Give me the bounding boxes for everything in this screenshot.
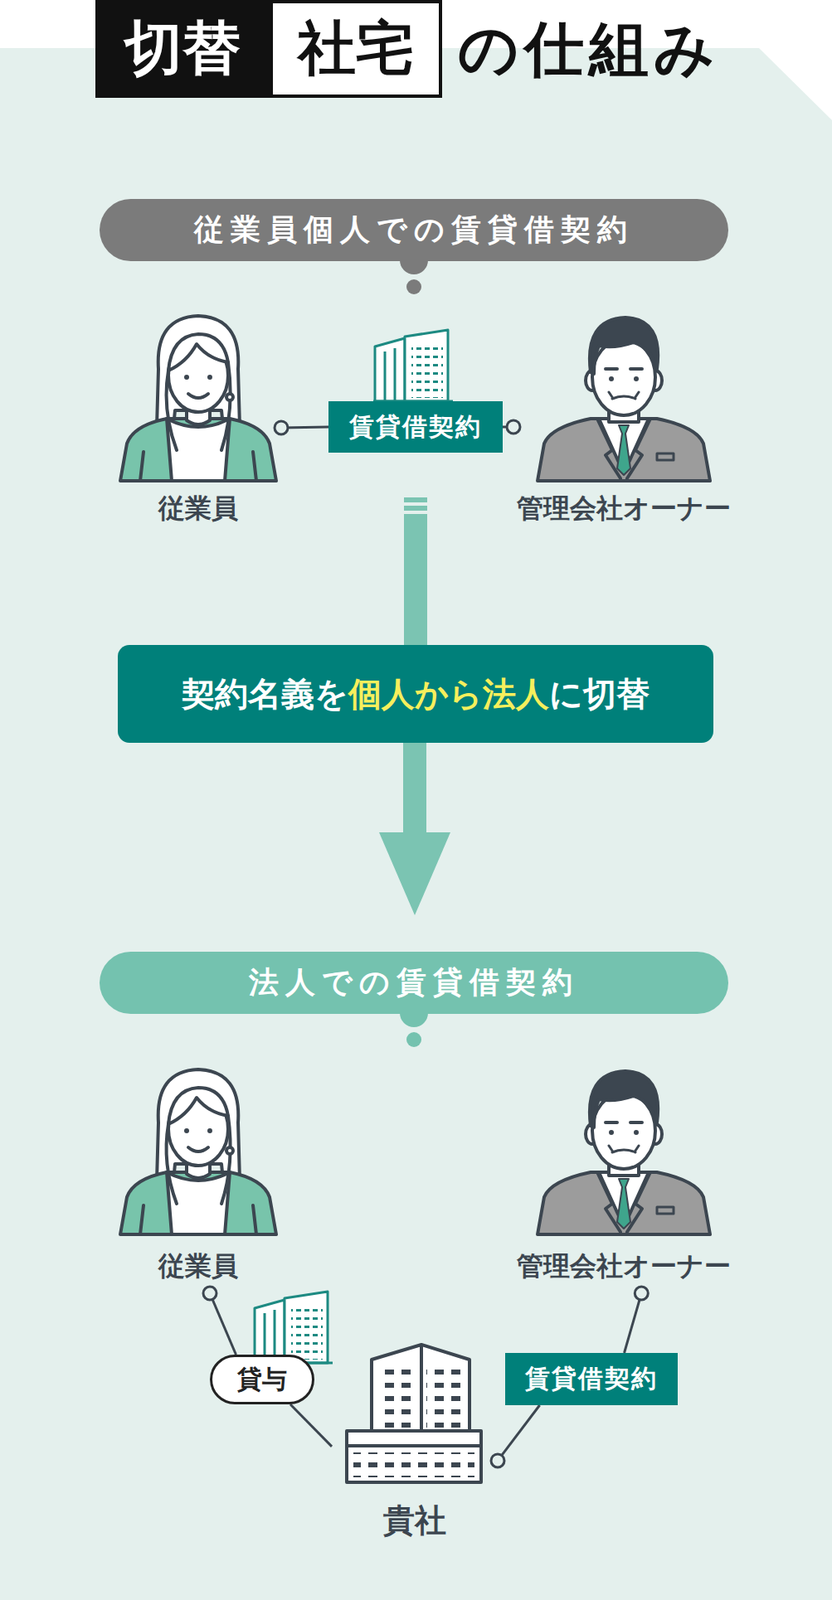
node-text: 法人での賃貸借契約 (248, 963, 579, 1004)
node-text: 賃貸借契約 (349, 410, 482, 445)
person-figure: 管理会社オーナー (513, 1063, 735, 1295)
section-band: 法人での賃貸借契約 (99, 952, 729, 1015)
node-text: 切替 (124, 9, 241, 88)
node-text: に切替 (549, 671, 650, 718)
contract-box: 賃貸借契約 (505, 1353, 678, 1407)
title-box: 社宅 (269, 0, 443, 98)
node-text: 管理会社オーナー (516, 1249, 731, 1286)
section-band: 従業員個人での賃貸借契約 (99, 199, 729, 262)
person-figure: 管理会社オーナー (513, 311, 735, 531)
title-text: の仕組み (457, 11, 721, 87)
node-text: 従業員 (158, 1249, 239, 1286)
connector (624, 1287, 649, 1354)
connector (403, 497, 428, 646)
node-text: 個人から法人 (348, 671, 550, 718)
person-figure: 従業員 (115, 1063, 282, 1295)
node-text: 契約名義を (181, 671, 349, 718)
switch-banner: 契約名義を個人から法人に切替 (117, 645, 714, 744)
node-text: 賃貸借契約 (525, 1362, 658, 1397)
lend-pill: 貸与 (209, 1355, 315, 1406)
title-box: 切替 (95, 0, 270, 98)
node-text: 貸与 (237, 1363, 288, 1398)
person-figure: 従業員 (115, 308, 282, 531)
node-text: 貴社 (383, 1500, 447, 1543)
node-text: 管理会社オーナー (516, 491, 731, 528)
node-text: 従業員 (158, 491, 239, 528)
connector (502, 420, 521, 434)
connector (274, 421, 329, 435)
connector (491, 1406, 541, 1469)
company-building: 貴社 (331, 1342, 498, 1545)
connector (203, 1287, 237, 1356)
contract-box: 賃貸借契約 (328, 401, 503, 453)
node-text: 社宅 (297, 9, 414, 88)
node-text: 従業員個人での賃貸借契約 (194, 209, 634, 251)
connector (290, 1405, 332, 1448)
connector (379, 743, 451, 916)
